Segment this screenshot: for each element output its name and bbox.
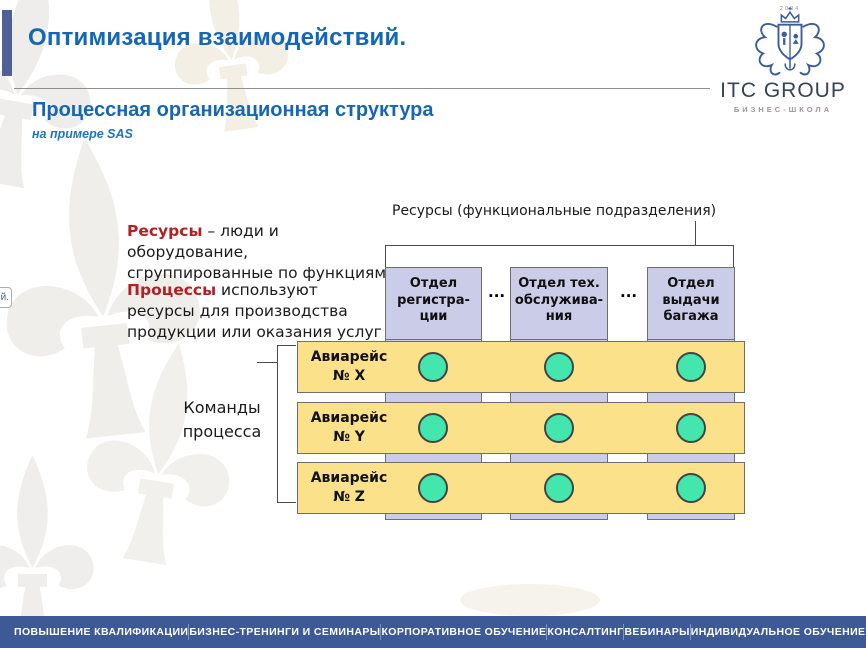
logo-name: ITC GROUP xyxy=(720,79,846,102)
footer-nav: ПОВЫШЕНИЕ КВАЛИФИКАЦИИ БИЗНЕС-ТРЕНИНГИ И… xyxy=(0,616,866,648)
team-member-circle xyxy=(418,352,448,382)
flight-label: Авиарейс № Z xyxy=(310,470,388,505)
team-member-circle xyxy=(676,413,706,443)
column-divider xyxy=(647,339,735,340)
ellipsis: ... xyxy=(620,283,638,301)
page-title: Оптимизация взаимодействий. xyxy=(28,24,407,51)
department-label: Отдел выдачи багажа xyxy=(662,276,720,324)
resources-term: Ресурсы xyxy=(127,222,203,240)
footer-separator xyxy=(623,624,625,640)
column-divider xyxy=(385,339,482,340)
team-member-circle xyxy=(676,352,706,382)
resources-group-label: Ресурсы (функциональные подразделения) xyxy=(392,203,717,219)
footer-separator xyxy=(188,624,190,640)
flight-label: Авиарейс № Y xyxy=(310,410,388,445)
page-edge-widget[interactable]: й. xyxy=(0,287,12,308)
footer-item-corporate[interactable]: КОРПОРАТИВНОЕ ОБУЧЕНИЕ xyxy=(381,626,547,638)
footer-item-trainings[interactable]: БИЗНЕС-ТРЕНИНГИ И СЕМИНАРЫ xyxy=(189,626,381,638)
team-member-circle xyxy=(544,473,574,503)
department-label: Отдел тех. обслужива- ния xyxy=(514,276,604,324)
connector-line xyxy=(385,245,734,246)
team-member-circle xyxy=(418,473,448,503)
processes-term: Процессы xyxy=(127,281,217,299)
connector-line xyxy=(385,245,386,267)
section-title: Процессная организационная структура xyxy=(32,99,434,121)
team-member-circle xyxy=(418,413,448,443)
processes-definition: Процессы используют ресурсы для производ… xyxy=(127,280,397,343)
flight-label: Авиарейс № X xyxy=(310,349,388,384)
resources-definition: Ресурсы – люди и оборудование, сгруппиро… xyxy=(127,221,397,284)
logo-tagline: БИЗНЕС-ШКОЛА xyxy=(733,105,833,114)
flight-row-y: Авиарейс № Y xyxy=(297,402,745,454)
flight-row-z: Авиарейс № Z xyxy=(297,462,745,514)
team-member-circle xyxy=(544,413,574,443)
itc-crest-icon: 2004 xyxy=(755,6,825,76)
ellipsis: ... xyxy=(488,283,506,301)
title-divider xyxy=(14,88,710,89)
footer-item-qualification[interactable]: ПОВЫШЕНИЕ КВАЛИФИКАЦИИ xyxy=(14,626,189,638)
footer-item-individual[interactable]: ИНДИВИДУАЛЬНОЕ ОБУЧЕНИЕ xyxy=(690,626,866,638)
connector-line xyxy=(733,245,734,267)
footer-item-webinars[interactable]: ВЕБИНАРЫ xyxy=(624,626,690,638)
connector-line xyxy=(695,221,696,245)
bracket-line xyxy=(257,362,277,363)
title-accent-bar xyxy=(2,10,12,76)
footer-separator xyxy=(689,624,691,640)
column-divider xyxy=(510,339,608,340)
footer-item-consulting[interactable]: КОНСАЛТИНГ xyxy=(547,626,624,638)
bracket-line xyxy=(277,502,296,503)
team-member-circle xyxy=(544,352,574,382)
logo-year: 2004 xyxy=(780,6,800,12)
team-member-circle xyxy=(676,473,706,503)
department-label: Отдел регистра- ции xyxy=(397,276,470,324)
flight-row-x: Авиарейс № X xyxy=(297,341,745,393)
footer-separator xyxy=(546,624,548,640)
footer-separator xyxy=(380,624,382,640)
section-subtitle-note: на примере SAS xyxy=(32,127,133,141)
process-teams-label: Команды процесса xyxy=(182,398,262,441)
itc-group-logo: 2004 ITC GROUP БИЗНЕС-ШКОЛА xyxy=(700,0,866,125)
bracket-line xyxy=(277,345,296,346)
bracket-line xyxy=(277,345,278,503)
